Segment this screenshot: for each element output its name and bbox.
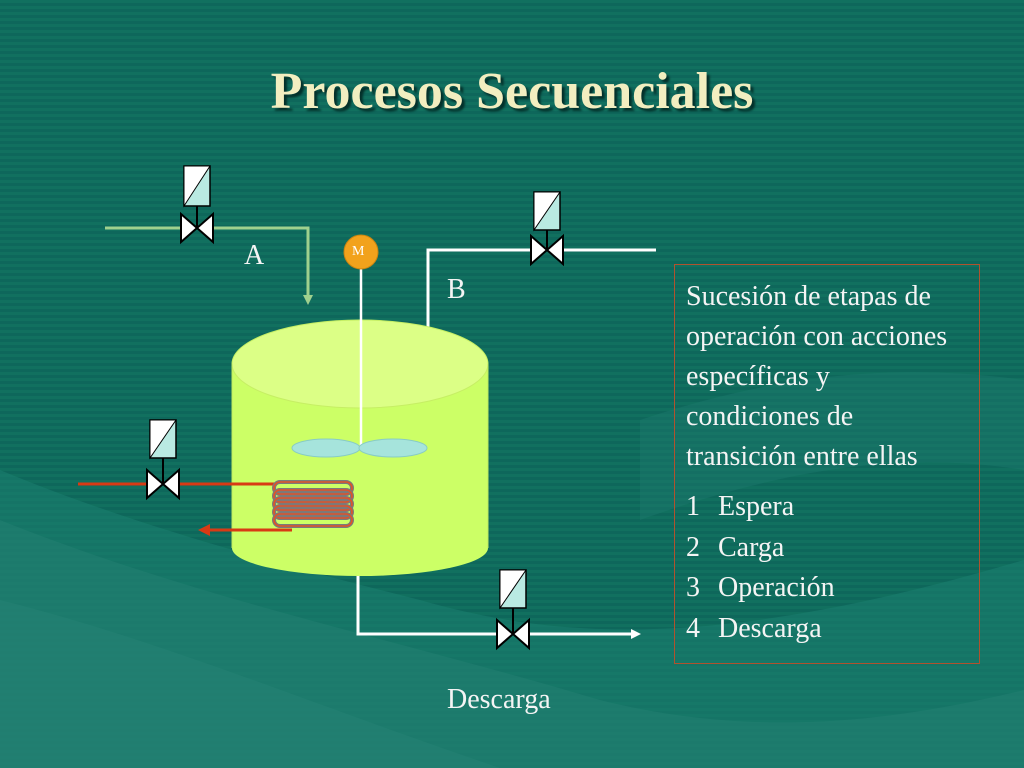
valve-heating[interactable] bbox=[146, 419, 180, 501]
discharge-label: Descarga bbox=[447, 684, 551, 715]
valve-discharge[interactable] bbox=[496, 569, 530, 651]
feed-line-a bbox=[105, 226, 313, 305]
agitator bbox=[291, 268, 428, 458]
valve-b[interactable] bbox=[530, 191, 564, 267]
stream-b-label: B bbox=[447, 274, 466, 305]
motor-label: M bbox=[352, 244, 365, 259]
page-title: Procesos Secuenciales bbox=[270, 63, 754, 120]
process-description: Sucesión de etapas de operación con acci… bbox=[686, 281, 948, 472]
feed-line-b bbox=[423, 248, 656, 347]
valve-a[interactable] bbox=[180, 165, 214, 245]
heating-coil bbox=[272, 480, 354, 528]
discharge-line bbox=[356, 576, 641, 639]
info-box: Sucesión de etapas de operación con acci… bbox=[674, 264, 980, 664]
stream-a-label: A bbox=[244, 240, 265, 271]
tank bbox=[231, 319, 489, 576]
motor-icon[interactable] bbox=[343, 234, 379, 270]
